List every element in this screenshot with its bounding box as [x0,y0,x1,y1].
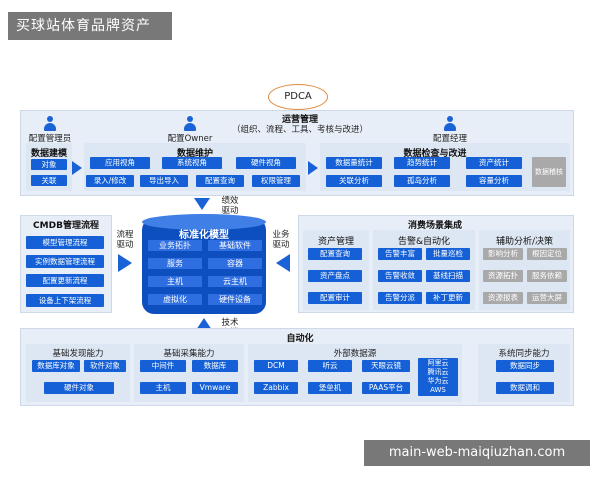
aux-item: 资源拓扑 [483,270,523,282]
cmdb-item: 实例数据管理流程 [26,255,104,268]
external-item: DCM [254,360,298,372]
modeling-title: 数据建模 [30,149,67,159]
maintain-title: 数据维护 [176,149,213,159]
collect-title: 基础采集能力 [163,349,215,359]
label-process: 流程 驱动 [116,230,134,250]
check-item: 容量分析 [466,175,522,187]
alarm-item: 基线扫描 [426,270,470,282]
arrow-left [276,254,290,272]
cmdb-item: 设备上下架流程 [26,294,104,307]
model-item: 虚拟化 [148,294,202,305]
alarm-item: 补丁更新 [426,292,470,304]
watermark-top: 买球站体育品牌资产 [8,12,172,40]
aux-item: 资源报表 [483,292,523,304]
model-title: 标准化模型 [179,230,229,241]
model-item: 硬件设备 [208,294,262,305]
aux-title: 辅助分析/决策 [495,237,554,247]
label-performance: 绩效 驱动 [221,196,239,216]
alarm-item: 告警丰富 [378,248,422,260]
aux-item: 服务依赖 [527,270,567,282]
user-icon [443,116,457,132]
external-item: 阿里云 腾讯云 华为云 AWS [418,358,458,396]
ops-title: 运营管理 [281,115,318,125]
check-title: 数据检查与改进 [403,149,467,159]
check-item: 资产统计 [466,157,522,169]
check-item: 趋势统计 [394,157,450,169]
role-owner: 配置Owner [167,134,213,144]
aux-item: 影响分析 [483,248,523,260]
maintain-item: 权限管理 [252,175,300,187]
watermark-bottom: main-web-maiqiuzhan.com [364,440,590,466]
model-item: 业务拓扑 [148,240,202,251]
maintain-item: 系统视角 [162,157,222,169]
arrow-right [72,161,82,175]
asset-item: 配置查询 [308,248,362,260]
collect-item: Vmware [192,382,238,394]
check-item: 关联分析 [326,175,382,187]
check-extra: 数据稽核 [532,157,566,187]
role-manager: 配置经理 [432,134,467,144]
label-business: 业务 驱动 [272,230,290,250]
alarm-item: 批量巡检 [426,248,470,260]
discover-item: 软件对象 [84,360,126,372]
pdca-ellipse: PDCA [268,84,328,110]
modeling-item: 对象 [31,159,67,170]
user-icon [183,116,197,132]
maintain-item: 硬件视角 [236,157,296,169]
arrow-down [194,198,210,210]
external-item: PAAS平台 [362,382,410,394]
arrow-right [118,254,132,272]
aux-item: 运营大屏 [527,292,567,304]
asset-title: 资产管理 [317,237,354,247]
cmdb-item: 模型管理流程 [26,236,104,249]
sync-item: 数据同步 [496,360,554,372]
discover-title: 基础发现能力 [52,349,104,359]
cmdb-item: 配置更新流程 [26,274,104,287]
auto-title: 自动化 [286,334,314,344]
user-icon [43,116,57,132]
ops-subtitle: （组织、流程、工具、考核与改进） [231,125,368,135]
modeling-item: 关联 [31,175,67,186]
sync-title: 系统同步能力 [498,349,550,359]
model-item: 容器 [208,258,262,269]
asset-item: 配置审计 [308,292,362,304]
model-item: 基础软件 [208,240,262,251]
arrow-up [196,318,212,330]
collect-item: 中间件 [140,360,186,372]
model-cylinder-top [142,214,266,230]
asset-item: 资产盘点 [308,270,362,282]
model-item: 主机 [148,276,202,287]
maintain-item: 导出导入 [140,175,188,187]
external-item: 堡垒机 [308,382,352,394]
consume-title: 消费场景集成 [407,221,462,231]
model-item: 云主机 [208,276,262,287]
alarm-item: 告警分派 [378,292,422,304]
external-item: 听云 [308,360,352,372]
discover-item: 数据库对象 [32,360,80,372]
external-title: 外部数据源 [333,349,377,359]
maintain-item: 录入/修改 [86,175,134,187]
alarm-item: 告警收敛 [378,270,422,282]
arrow-right [308,161,318,175]
cmdb-title: CMDB管理流程 [33,221,99,231]
role-admin: 配置管理员 [28,134,72,144]
discover-item: 硬件对象 [44,382,114,394]
model-item: 服务 [148,258,202,269]
external-item: 天眼云镜 [362,360,410,372]
sync-item: 数据调和 [496,382,554,394]
external-item: Zabbix [254,382,298,394]
maintain-item: 应用视角 [90,157,150,169]
aux-item: 根因定位 [527,248,567,260]
collect-item: 数据库 [192,360,238,372]
collect-item: 主机 [140,382,186,394]
check-item: 数据量统计 [326,157,382,169]
alarm-title: 告警&自动化 [397,237,451,247]
maintain-item: 配置查询 [196,175,244,187]
check-item: 孤岛分析 [394,175,450,187]
